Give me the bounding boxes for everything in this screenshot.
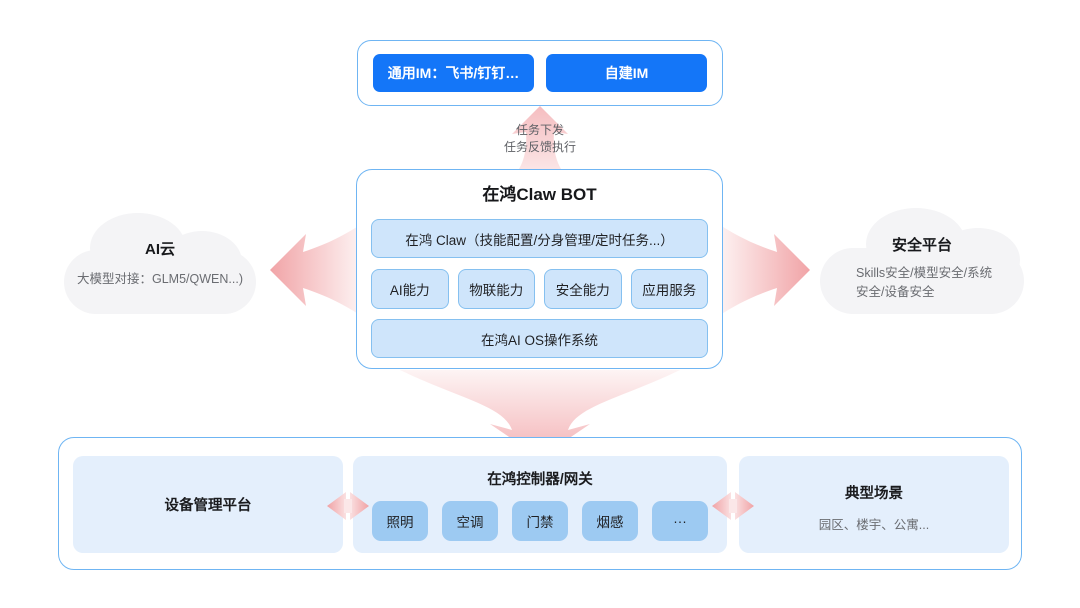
security-cloud-subtitle: Skills安全/模型安全/系统 安全/设备安全 (856, 264, 1016, 302)
scenarios-panel: 典型场景 园区、楼宇、公寓... (739, 456, 1009, 553)
ai-os-layer: 在鸿AI OS操作系统 (371, 319, 708, 358)
arrow-right-icon (720, 225, 810, 315)
scenarios-subtitle: 园区、楼宇、公寓... (818, 518, 930, 532)
capability-row: AI能力 物联能力 安全能力 应用服务 (371, 269, 708, 309)
task-feedback-label: 任务反馈执行 (503, 140, 576, 154)
arrow-left-icon (270, 225, 360, 315)
claw-config-layer: 在鸿 Claw（技能配置/分身管理/定时任务...） (371, 219, 708, 258)
controller-gateway-title: 在鸿控制器/网关 (487, 472, 593, 488)
scenarios-title: 典型场景 (845, 486, 903, 502)
arrow-down-icon (400, 370, 680, 458)
arrow-up-icon (496, 106, 584, 192)
im-bar: 通用IM：飞书/钉钉… 自建IM (357, 40, 723, 106)
device-aircon: 空调 (442, 501, 498, 541)
device-management-panel: 设备管理平台 (73, 456, 343, 553)
bidirectional-arrow-icon (712, 492, 754, 520)
device-row: 照明 空调 门禁 烟感 ··· (353, 501, 727, 541)
claw-bot-title: 在鸿Claw BOT (482, 185, 597, 204)
device-layer-box: 设备管理平台 在鸿控制器/网关 照明 空调 门禁 烟感 ··· 典型场景 园区、… (58, 437, 1022, 570)
capability-app-service: 应用服务 (630, 269, 708, 309)
device-access-control: 门禁 (512, 501, 568, 541)
device-management-title: 设备管理平台 (164, 498, 252, 514)
self-built-im-button: 自建IM (546, 54, 707, 92)
capability-security: 安全能力 (544, 269, 622, 309)
ai-cloud-subtitle: 大模型对接：GLM5/QWEN...) (77, 272, 243, 286)
cloud-shape-icon (820, 208, 1024, 314)
device-smoke-sensor: 烟感 (582, 501, 638, 541)
capability-ai: AI能力 (371, 269, 449, 309)
security-cloud: 安全平台 Skills安全/模型安全/系统 安全/设备安全 (816, 202, 1028, 320)
security-cloud-subtitle-line2: 安全/设备安全 (856, 285, 935, 299)
device-more: ··· (652, 501, 708, 541)
security-cloud-subtitle-line1: Skills安全/模型安全/系统 (856, 266, 993, 280)
controller-gateway-panel: 在鸿控制器/网关 照明 空调 门禁 烟感 ··· (353, 456, 727, 553)
ai-cloud-title: AI云 (144, 241, 175, 258)
bidirectional-arrow-icon (327, 492, 369, 520)
generic-im-button: 通用IM：飞书/钉钉… (373, 54, 534, 92)
cloud-shape-icon (64, 213, 256, 314)
claw-bot-box: 在鸿Claw BOT 在鸿 Claw（技能配置/分身管理/定时任务...） AI… (356, 169, 723, 369)
device-lighting: 照明 (372, 501, 428, 541)
capability-iot: 物联能力 (457, 269, 535, 309)
task-arrow-labels: 任务下发 任务反馈执行 (440, 122, 640, 156)
task-dispatch-label: 任务下发 (515, 123, 564, 137)
security-cloud-title: 安全平台 (891, 237, 952, 254)
ai-cloud: AI云 大模型对接：GLM5/QWEN...) (60, 206, 260, 318)
